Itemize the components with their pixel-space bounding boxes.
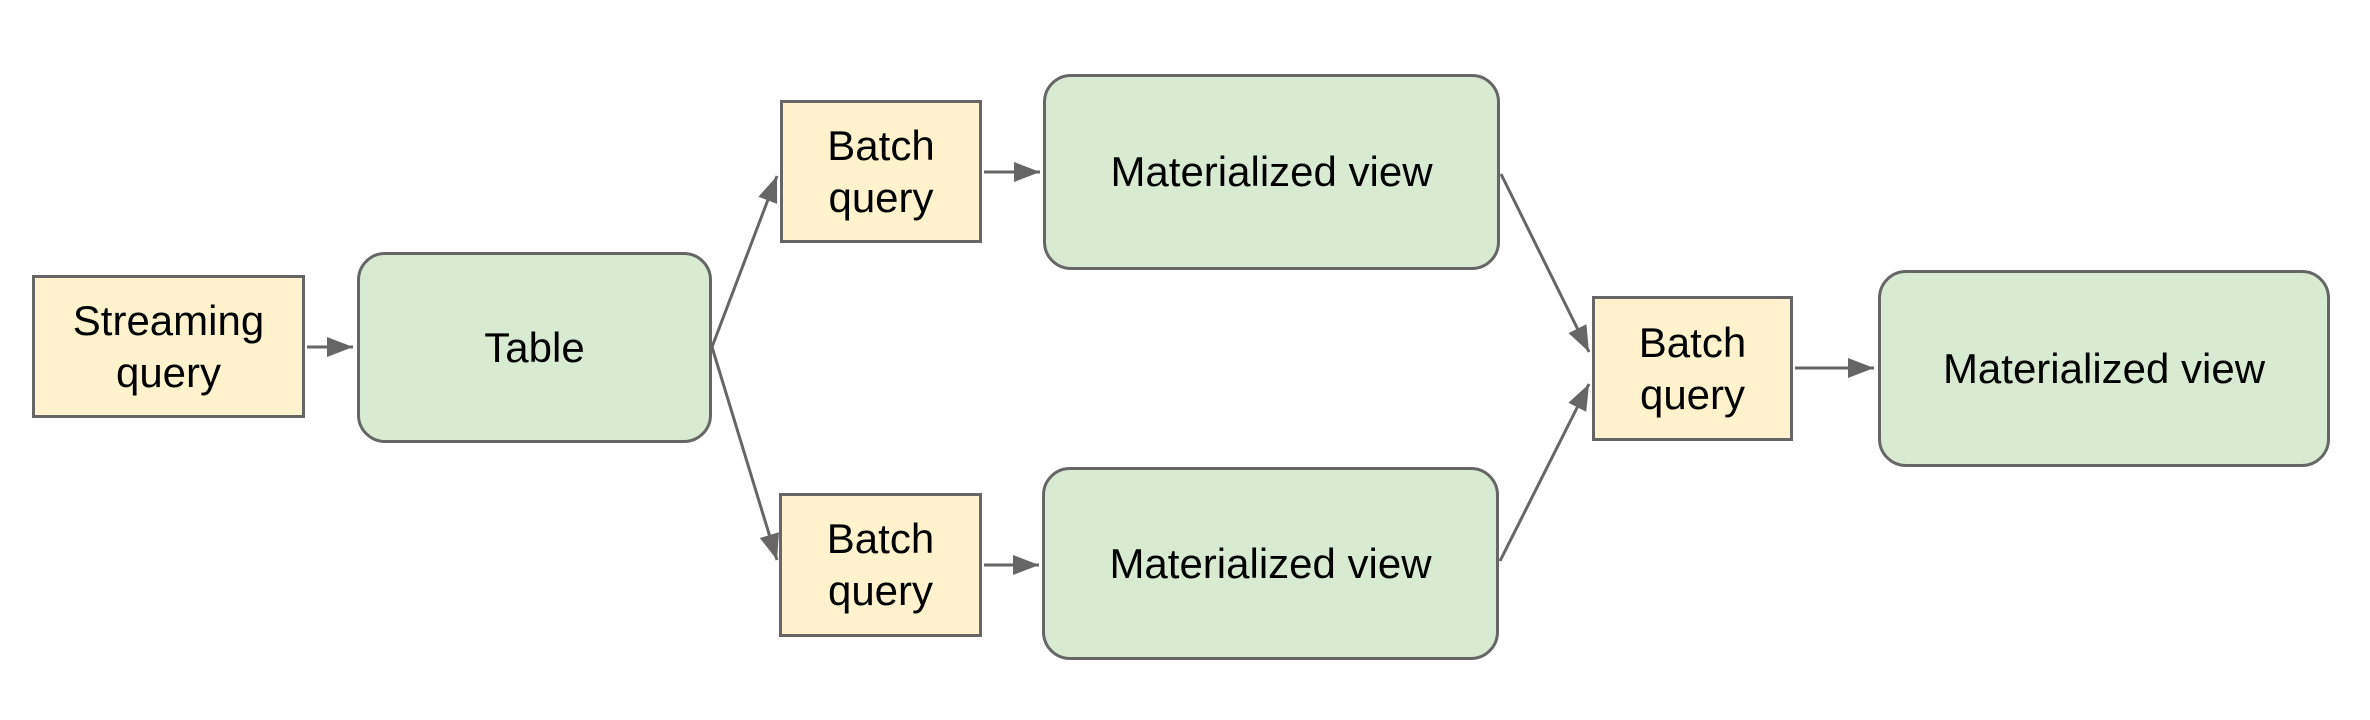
node-label: Streaming query (72, 296, 265, 396)
node-batch-query-merge: Batch query (1592, 296, 1793, 441)
node-label: Table (484, 323, 585, 371)
node-label: Batch query (826, 515, 935, 614)
node-label: Batch query (827, 121, 935, 221)
edge-mv-bottom-to-batch-query-merge (1498, 383, 1591, 562)
node-label: Materialized view (1109, 539, 1432, 587)
node-label: Materialized view (1942, 344, 2266, 392)
node-streaming-query: Streaming query (32, 275, 305, 418)
node-batch-query-top: Batch query (780, 100, 982, 243)
node-materialized-view-bottom: Materialized view (1042, 467, 1499, 660)
node-batch-query-bottom: Batch query (779, 493, 982, 637)
node-table: Table (357, 252, 712, 443)
node-materialized-view-top: Materialized view (1043, 74, 1500, 270)
node-label: Materialized view (1110, 148, 1433, 195)
node-label: Batch query (1638, 318, 1747, 418)
edge-mv-top-to-batch-query-merge (1499, 173, 1591, 353)
node-materialized-view-final: Materialized view (1878, 270, 2330, 467)
edge-table-to-batch-query-top (710, 175, 779, 348)
edge-table-to-batch-query-bottom (710, 346, 779, 561)
